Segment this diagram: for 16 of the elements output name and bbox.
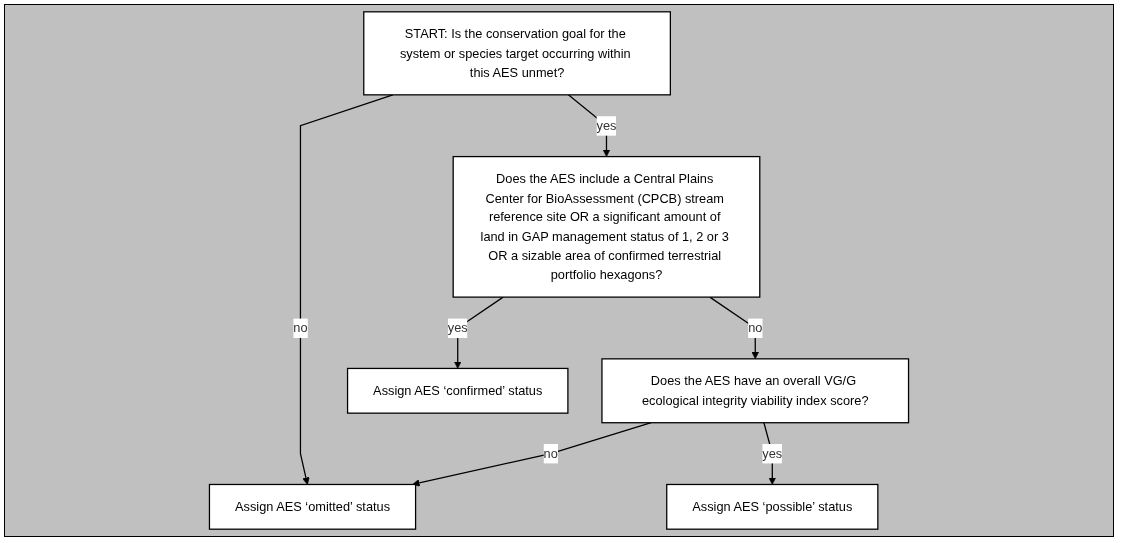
edge-label: yes [447, 320, 468, 335]
node-box: Assign AES ‘possible’ status [666, 483, 879, 530]
arrow [412, 422, 652, 487]
node-box: START: Is the conservation goal for the system or species target occurring within this AES unmet? [363, 11, 671, 96]
arrow [454, 296, 504, 369]
node-box: Assign AES ‘omitted’ status [208, 483, 417, 530]
arrow [709, 296, 759, 360]
arrow [299, 94, 394, 485]
node-box: Does the AES have an overall VG/G ecological integrity viability index score? [601, 358, 910, 424]
edge-label: yes [596, 117, 617, 133]
node-box: Does the AES include a Central Plains Center for BioAssessment (CPCB) stream reference site OR a significant amount of land in GAP management status of 1, 2 or 3 OR a sizable area of confirmed terrestrial portfolio hexagons? [452, 155, 761, 298]
edge-label: no [748, 320, 763, 335]
edge-label: yes [762, 445, 783, 461]
edge-label: no [293, 320, 308, 335]
edge-label: no [543, 445, 558, 461]
node-box: Assign AES ‘confirmed’ status [346, 367, 569, 414]
